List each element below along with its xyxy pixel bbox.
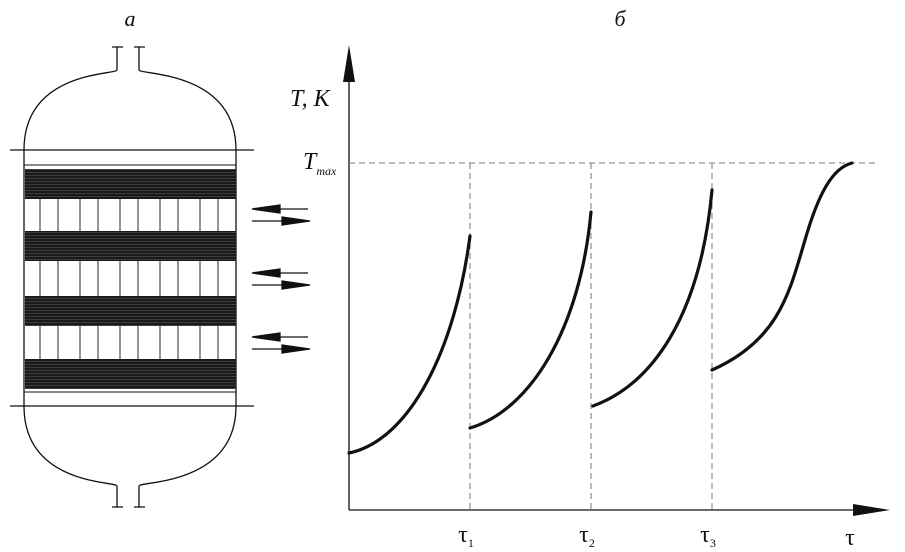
catalyst-layer <box>25 359 236 389</box>
top-nozzle <box>112 46 145 70</box>
tick-tau1: τ1 <box>458 522 474 550</box>
tick-tau2: τ2 <box>579 522 595 550</box>
heat-exchanger-tubes <box>39 326 219 359</box>
temperature-curve-stage-1 <box>347 234 472 455</box>
temperature-curve-stage-2 <box>468 210 593 430</box>
catalyst-layer <box>25 296 236 326</box>
x-axis-label: τ <box>845 525 855 551</box>
tick-tau3: τ3 <box>700 522 716 550</box>
bottom-dome <box>23 405 237 487</box>
heat-exchanger-tubes <box>39 261 219 296</box>
x-axis-arrow <box>853 504 890 516</box>
heat-exchanger-tubes <box>39 199 219 231</box>
coolant-arrows <box>251 204 311 354</box>
temperature-curve-stage-3 <box>591 188 714 408</box>
tmax-label: Tmax <box>303 149 337 178</box>
catalyst-layer <box>25 169 236 199</box>
y-axis-arrow <box>343 45 355 82</box>
y-axis-label: T, K <box>290 86 332 112</box>
bottom-nozzle <box>112 486 145 508</box>
top-dome <box>23 69 237 151</box>
temperature-graph: б T, K τ Tmax τ1 τ2 τ3 <box>290 6 890 551</box>
temperature-curve-stage-4 <box>710 161 854 372</box>
reactor-diagram: а <box>10 6 311 508</box>
panel-b-label: б <box>614 6 626 31</box>
catalyst-layer <box>25 231 236 261</box>
panel-a-label: а <box>125 6 136 31</box>
